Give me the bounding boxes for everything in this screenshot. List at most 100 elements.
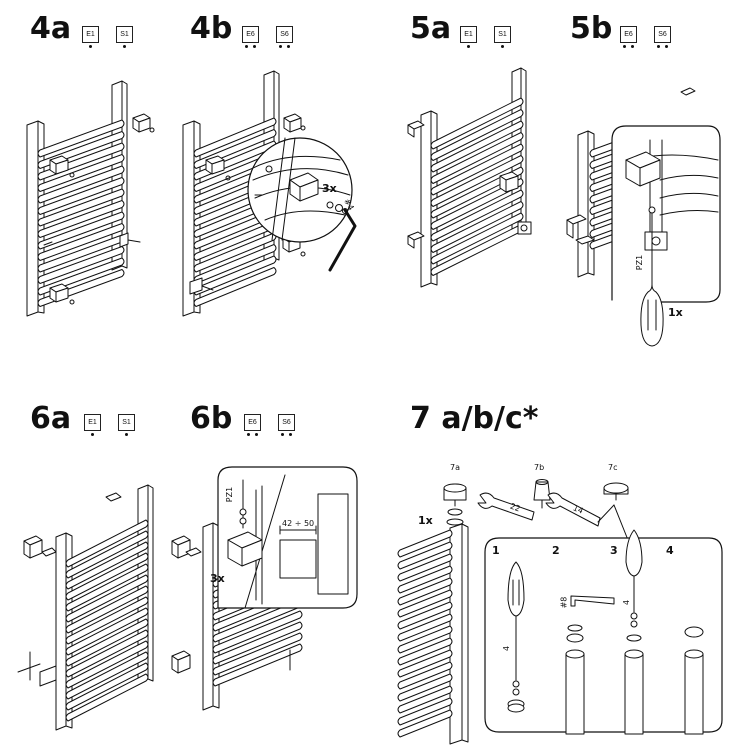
radiator-tube — [430, 143, 524, 196]
badge-dot — [91, 433, 94, 436]
radiator-tube — [430, 132, 524, 184]
badge-dot — [89, 45, 92, 48]
badge-dot — [279, 45, 282, 48]
step-label-5b: 5b — [570, 11, 613, 46]
part-label-7c: 7c — [608, 463, 618, 472]
radiator-tube — [65, 651, 149, 700]
tool-label-screwdriver: PZ1 — [635, 254, 645, 271]
radiator-tube — [397, 697, 453, 726]
substep-4: 4 — [666, 544, 674, 557]
radiator-tube — [65, 607, 149, 656]
radiator-tube — [65, 519, 149, 568]
radiator-tube — [397, 613, 453, 642]
model-badge-s: S6 — [276, 26, 293, 48]
substep-3: 3 — [610, 544, 618, 557]
quantity-label-6b: 3x — [210, 572, 225, 585]
radiator-tube — [397, 589, 453, 618]
radiator-tube — [397, 637, 453, 666]
tool-label-screwdriver: PZ1 — [225, 486, 235, 503]
quantity-label-5b: 1x — [668, 306, 683, 319]
model-badge-s: S1 — [116, 26, 133, 48]
model-badge-e: E6 — [620, 26, 637, 48]
substep-2: 2 — [552, 544, 560, 557]
badge-dot — [125, 433, 128, 436]
radiator-tube — [37, 154, 125, 192]
substep-1: 1 — [492, 544, 500, 557]
radiator-tube — [212, 610, 303, 654]
model-badge-s: S1 — [494, 26, 511, 48]
radiator-tube — [65, 618, 149, 667]
radiator-tube — [430, 120, 524, 173]
radiator-6a — [17, 484, 154, 731]
radiator-tube — [430, 201, 524, 253]
radiator-tube — [37, 177, 125, 215]
badge-dot — [255, 433, 258, 436]
step-label-4b: 4b — [190, 11, 233, 46]
badge-dot — [245, 45, 248, 48]
model-badge-e: E6 — [242, 26, 259, 48]
radiator-tube — [397, 661, 453, 690]
radiator-tube — [37, 119, 125, 158]
radiator-tube — [65, 673, 149, 722]
tool-label-hex-key-8: #8 — [559, 596, 569, 609]
radiator-tube — [37, 200, 125, 238]
step-label-7: 7 a/b/c* — [410, 401, 539, 436]
radiator-tube — [37, 188, 125, 227]
tool-label-screwdriver: 4 — [502, 645, 512, 652]
model-badge-e: E6 — [244, 414, 261, 436]
radiator-tube — [397, 577, 453, 606]
radiator-tube — [212, 643, 303, 687]
radiator-6b — [171, 466, 358, 711]
quantity-label-7: 1x — [418, 514, 433, 527]
part-label-7a: 7a — [450, 463, 460, 472]
quantity-label-4b: 3x — [322, 182, 337, 195]
badge-dot — [289, 433, 292, 436]
step-label-5a: 5a — [410, 11, 452, 46]
radiator-tube — [65, 596, 149, 645]
badge-dot — [287, 45, 290, 48]
radiator-tube — [193, 244, 277, 284]
step-label-6a: 6a — [30, 401, 72, 436]
radiator-tube — [65, 552, 149, 601]
badge-dot — [467, 45, 470, 48]
badge-dot — [623, 45, 626, 48]
radiator-7 — [397, 479, 723, 745]
radiator-tube — [65, 640, 149, 689]
radiator-tube — [397, 709, 453, 738]
radiator-tube — [65, 574, 149, 623]
radiator-tube — [37, 211, 125, 250]
step-label-4a: 4a — [30, 11, 72, 46]
radiator-tube — [37, 165, 125, 204]
radiator-tube — [397, 625, 453, 654]
step-label-6b: 6b — [190, 401, 233, 436]
radiator-tube — [397, 541, 453, 570]
radiator-5a — [407, 67, 532, 288]
dimension-label: 42 ÷ 50 — [282, 519, 315, 528]
radiator-4b — [182, 70, 357, 317]
radiator-tube — [193, 117, 277, 158]
badge-dot — [665, 45, 668, 48]
radiator-tube — [65, 541, 149, 590]
radiator-tube — [397, 673, 453, 702]
badge-dot — [123, 45, 126, 48]
model-badge-s: S6 — [654, 26, 671, 48]
radiator-tube — [397, 565, 453, 594]
badge-dot — [247, 433, 250, 436]
radiator-tube — [430, 189, 524, 242]
badge-dot — [631, 45, 634, 48]
radiator-tube — [65, 585, 149, 634]
radiator-tube — [397, 649, 453, 678]
radiator-tube — [65, 530, 149, 579]
radiator-5b — [566, 87, 721, 347]
model-badge-e: E1 — [84, 414, 101, 436]
radiator-tube — [397, 553, 453, 582]
tool-label-screwdriver: 4 — [622, 599, 632, 606]
radiator-tube — [37, 223, 125, 261]
badge-dot — [501, 45, 504, 48]
radiator-tube — [397, 601, 453, 630]
model-badge-s: S6 — [278, 414, 295, 436]
model-badge-s: S1 — [118, 414, 135, 436]
radiator-tube — [212, 632, 303, 676]
model-badge-e: E1 — [82, 26, 99, 48]
